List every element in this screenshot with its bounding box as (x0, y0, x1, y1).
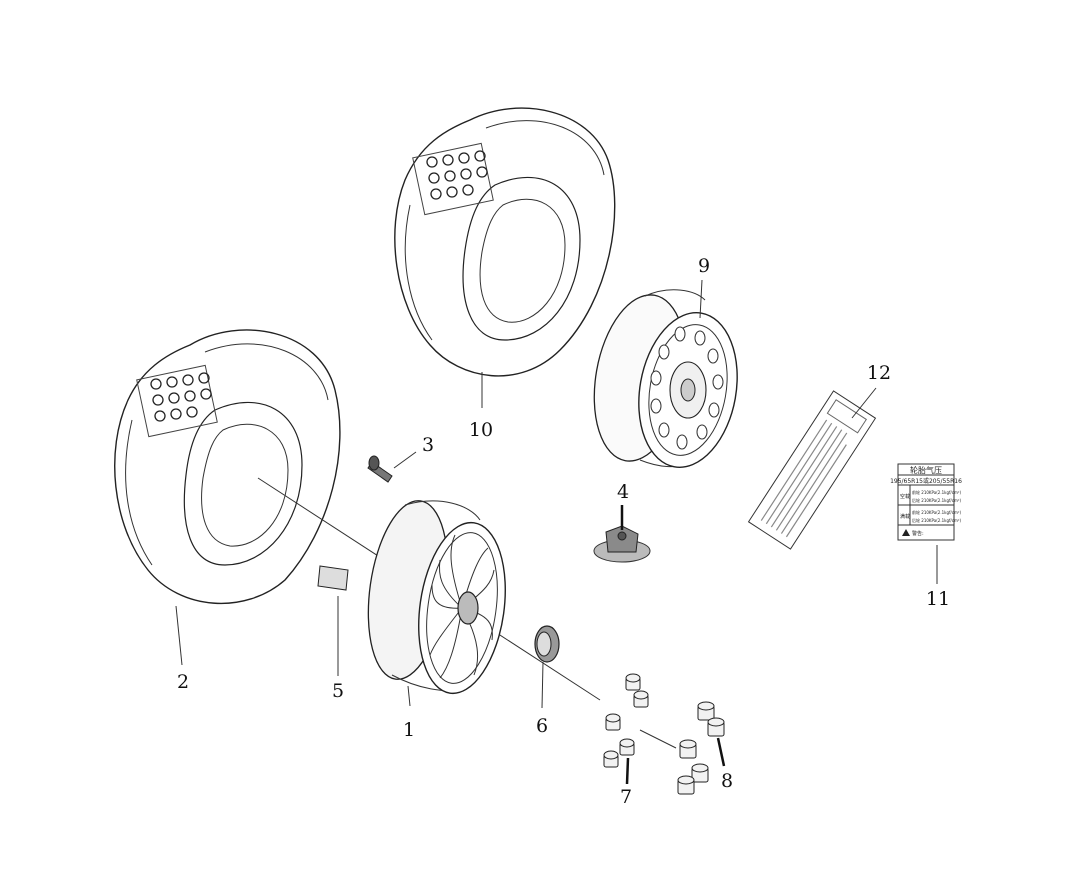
callout-9: 9 (698, 255, 710, 277)
warning-triangle-icon (902, 529, 910, 536)
lug-nut (605, 713, 621, 731)
lug-nut (677, 775, 695, 795)
placard-title: 轮胎气压 (910, 465, 942, 475)
leader-7 (625, 757, 630, 785)
tire-lower (114, 329, 341, 666)
alloy-rim (367, 500, 506, 707)
leader-8 (716, 737, 726, 767)
lug-nut (707, 717, 725, 737)
lug-nut (619, 738, 635, 756)
callout-3: 3 (422, 434, 434, 456)
callout-12: 12 (867, 362, 891, 384)
callout-11: 11 (926, 588, 950, 610)
callout-1: 1 (403, 719, 415, 741)
callout-8: 8 (721, 770, 733, 792)
callout-7: 7 (620, 786, 632, 808)
balance-weight (317, 565, 349, 676)
callout-5: 5 (332, 680, 344, 702)
placard-row1-group: 空载 (900, 493, 910, 500)
callout-2: 2 (177, 671, 189, 693)
lug-nut (691, 763, 709, 783)
steel-spare-wheel (593, 279, 738, 468)
placard-sizes: 195/65R15或205/55R16 (890, 477, 962, 485)
lug-nut (603, 750, 619, 768)
placard-row2-rear: 后轮 210KPa(2.1kgf/cm²) (912, 517, 961, 523)
tire-upper (394, 107, 616, 408)
lug-nut-leader (639, 729, 677, 749)
lug-nuts (603, 673, 725, 795)
callout-4: 4 (617, 481, 629, 503)
placard-row1-rear: 后轮 210KPa(2.1kgf/cm²) (912, 497, 961, 503)
lug-nut (697, 701, 715, 721)
spare-wheel-clamp (593, 505, 651, 563)
placard-row1-front: 前轮 210KPa(2.1kgf/cm²) (912, 489, 961, 495)
valve-stem (367, 451, 417, 483)
placard-row2-front: 前轮 210KPa(2.1kgf/cm²) (912, 509, 961, 515)
tread-pattern-lower (136, 364, 218, 438)
tread-pattern-upper (412, 142, 494, 216)
warning-label-tilted (747, 390, 877, 550)
lug-nut (633, 690, 649, 708)
lug-nut (679, 739, 697, 759)
placard-row2-group: 满载 (900, 513, 910, 520)
callout-10: 10 (469, 419, 493, 441)
center-cap (534, 625, 560, 709)
leader-12 (851, 387, 877, 419)
placard-warning: 警告: (912, 530, 924, 537)
callout-6: 6 (536, 715, 548, 737)
tire-pressure-placard: 轮胎气压 195/65R15或205/55R16 空载 前轮 210KPa(2.… (890, 463, 962, 584)
lug-nut (625, 673, 641, 691)
